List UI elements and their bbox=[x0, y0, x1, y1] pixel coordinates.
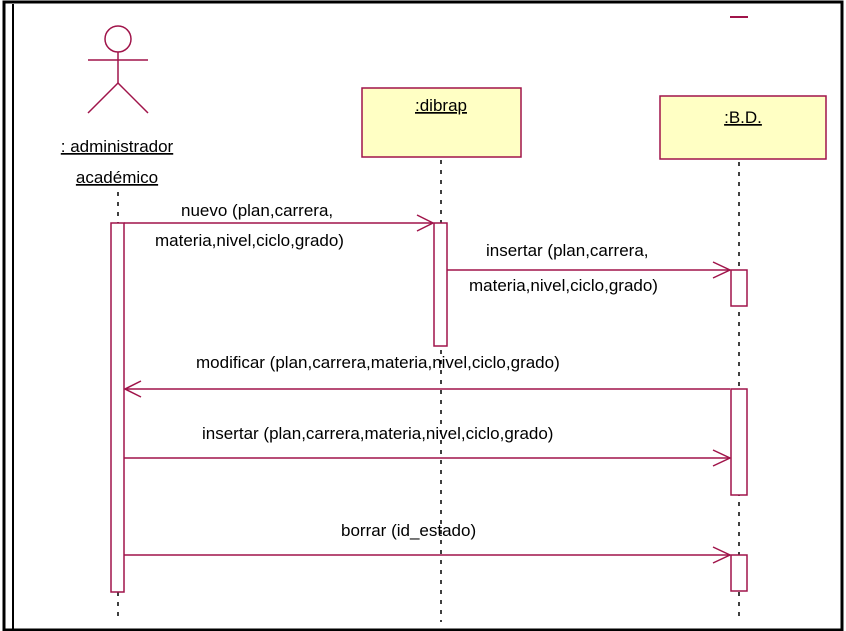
message-nuevo-arrowhead bbox=[416, 214, 435, 232]
actor-figure bbox=[87, 25, 149, 114]
message-insertar-1 bbox=[447, 261, 732, 279]
message-modificar-arrowhead bbox=[123, 380, 142, 398]
activation-bd-2 bbox=[730, 388, 748, 496]
actor-label-line2: académico bbox=[76, 168, 158, 187]
message-nuevo bbox=[124, 214, 435, 232]
object-label-bd: :B.D. bbox=[724, 108, 762, 127]
message-modificar bbox=[123, 380, 730, 398]
message-borrar bbox=[124, 546, 732, 564]
message-insertar-1-label-2: materia,nivel,ciclo,grado) bbox=[469, 276, 658, 295]
message-insertar-2-arrowhead bbox=[712, 449, 732, 467]
actor-head bbox=[104, 25, 132, 53]
actor-label-line1: : administrador bbox=[61, 137, 174, 156]
object-box-bd bbox=[659, 95, 827, 160]
message-insertar-1-arrowhead bbox=[712, 261, 732, 279]
actor-leg-right bbox=[117, 82, 149, 114]
activation-bd-3 bbox=[730, 554, 748, 592]
message-nuevo-label-2: materia,nivel,ciclo,grado) bbox=[155, 231, 344, 250]
object-label-dibrap: :dibrap bbox=[415, 96, 467, 115]
message-insertar-1-label-1: insertar (plan,carrera, bbox=[486, 241, 649, 260]
object-box-dibrap bbox=[361, 87, 522, 158]
activation-dibrap bbox=[433, 222, 448, 347]
actor-leg-left bbox=[87, 82, 119, 114]
message-borrar-label: borrar (id_estado) bbox=[341, 521, 476, 540]
message-nuevo-label-1: nuevo (plan,carrera, bbox=[181, 201, 333, 220]
message-modificar-label: modificar (plan,carrera,materia,nivel,ci… bbox=[196, 353, 560, 372]
activation-bd-1 bbox=[730, 269, 748, 307]
message-insertar-2-label: insertar (plan,carrera,materia,nivel,cic… bbox=[202, 424, 553, 443]
activation-actor bbox=[110, 222, 125, 593]
message-insertar-2 bbox=[124, 449, 732, 467]
message-borrar-arrowhead bbox=[712, 546, 732, 564]
